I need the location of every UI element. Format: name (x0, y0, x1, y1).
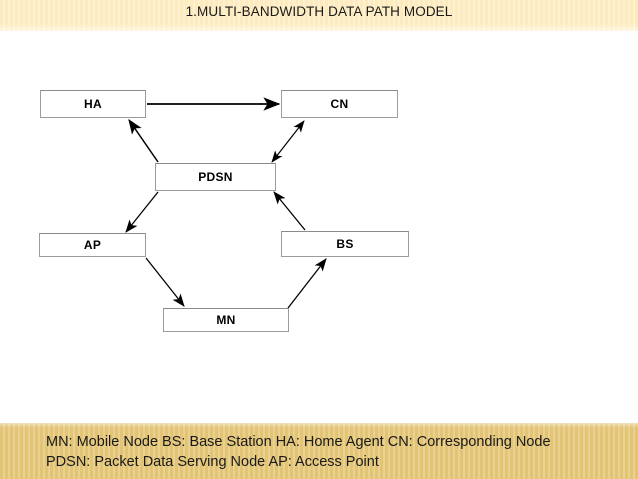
edge-bs-to-pdsn (273, 191, 306, 231)
node-cn[interactable]: CN (281, 90, 398, 118)
node-cn-label: CN (330, 97, 349, 111)
legend-text: MN: Mobile Node BS: Base Station HA: Hom… (46, 432, 618, 472)
edge-mn-to-bs (287, 258, 327, 309)
diagram-canvas: HA CN PDSN AP BS MN (0, 31, 638, 423)
legend-band-sheen (0, 423, 638, 428)
node-ap[interactable]: AP (39, 233, 146, 257)
node-pdsn[interactable]: PDSN (155, 163, 276, 191)
legend-band: MN: Mobile Node BS: Base Station HA: Hom… (0, 423, 638, 479)
node-bs-label: BS (336, 237, 354, 251)
edge-ap-to-mn (145, 257, 185, 307)
diagram-connectors (125, 97, 327, 309)
node-ha-label: HA (84, 97, 102, 111)
title-banner: 1.MULTI-BANDWIDTH DATA PATH MODEL (0, 0, 638, 31)
banner-sheen (0, 24, 638, 31)
page-title: 1.MULTI-BANDWIDTH DATA PATH MODEL (185, 4, 453, 19)
edge-pdsn-to-cn (271, 120, 305, 163)
node-bs[interactable]: BS (281, 231, 409, 257)
node-ap-label: AP (83, 238, 102, 252)
edge-pdsn-to-ap (125, 191, 159, 233)
node-mn[interactable]: MN (163, 308, 289, 332)
legend-line-2: PDSN: Packet Data Serving Node AP: Acces… (46, 454, 379, 470)
node-pdsn-label: PDSN (198, 170, 233, 184)
node-ha[interactable]: HA (40, 90, 146, 118)
legend-line-1: MN: Mobile Node BS: Base Station HA: Hom… (46, 434, 551, 450)
edge-pdsn-to-ha (128, 119, 159, 163)
node-mn-label: MN (216, 313, 236, 327)
